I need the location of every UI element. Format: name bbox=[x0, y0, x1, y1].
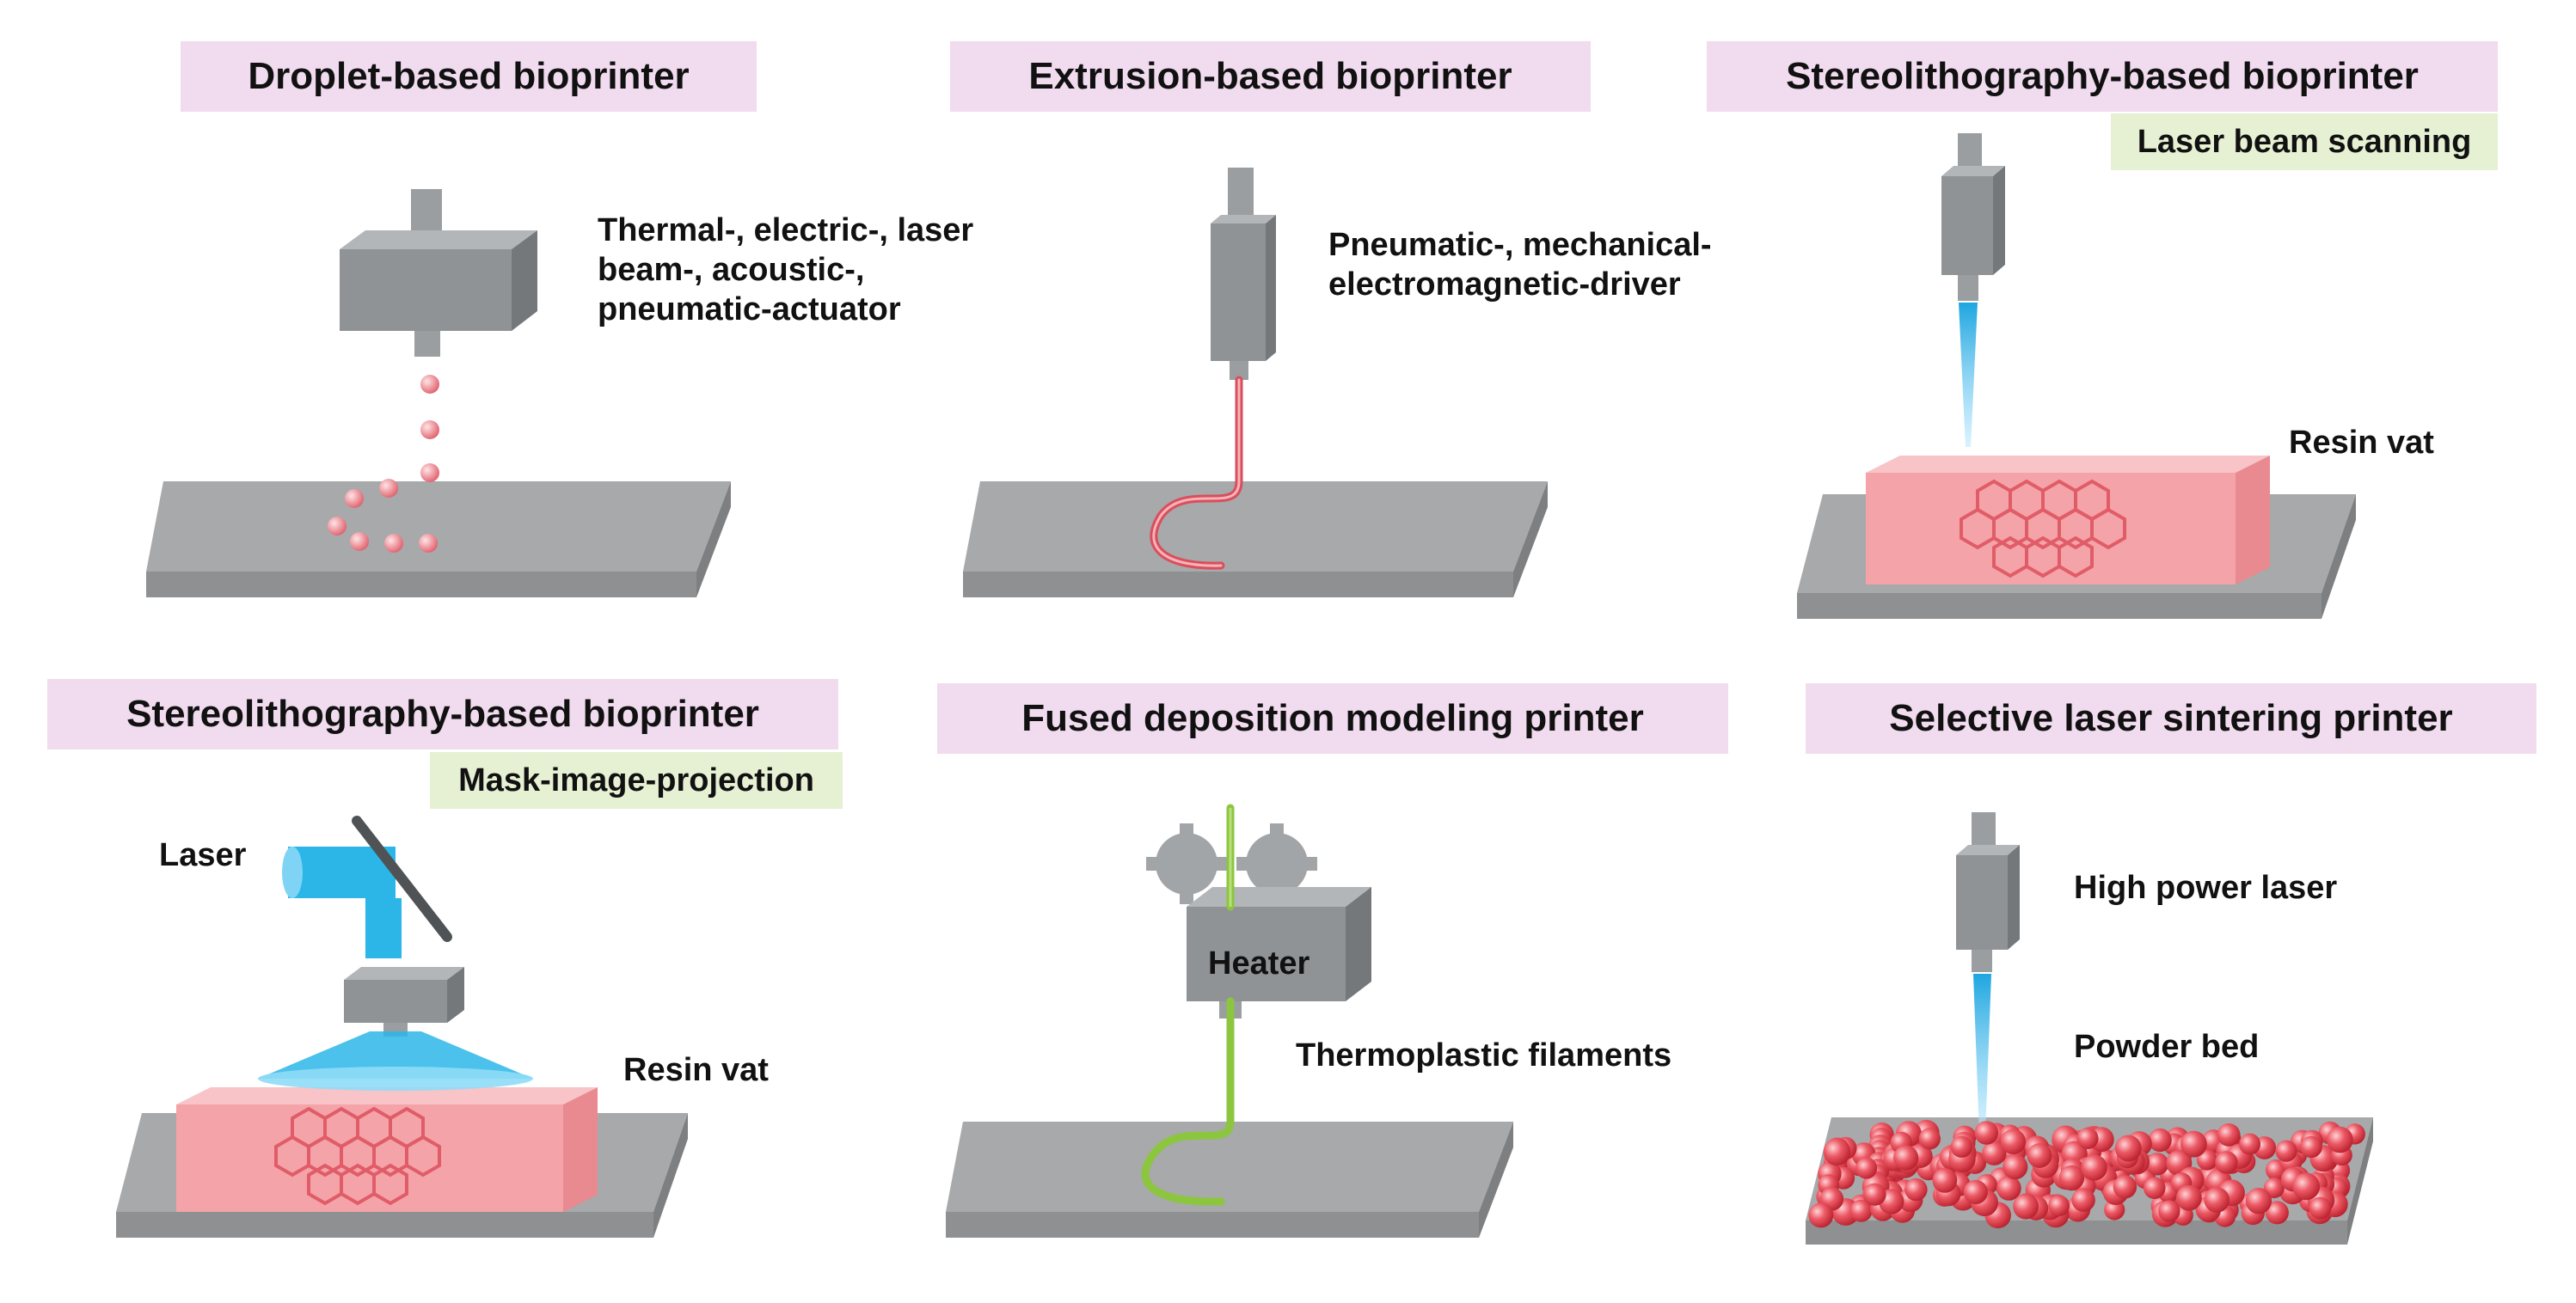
powder-particle bbox=[2003, 1154, 2028, 1180]
powder-particle bbox=[1823, 1138, 1851, 1166]
powder-particle bbox=[2275, 1140, 2297, 1162]
sls-printer-illustration bbox=[1806, 812, 2373, 1245]
powder-particle bbox=[2300, 1135, 2322, 1159]
panel-2-title: Extrusion-based bioprinter bbox=[950, 41, 1591, 112]
powder-particle bbox=[2027, 1143, 2052, 1168]
panel-5-note: Thermoplastic filaments bbox=[1296, 1037, 1672, 1074]
laser-beam bbox=[1959, 303, 1978, 447]
powder-particle bbox=[1932, 1168, 1958, 1193]
laser-beam bbox=[1973, 974, 1991, 1135]
laser-head bbox=[1941, 133, 2005, 301]
powder-particle bbox=[1974, 1121, 1999, 1145]
powder-particle bbox=[2217, 1123, 2241, 1147]
powder-particle bbox=[2104, 1199, 2125, 1220]
panel-3-note: Resin vat bbox=[2289, 425, 2434, 461]
powder-particle bbox=[2215, 1151, 2238, 1174]
projection-beam bbox=[258, 1031, 533, 1079]
powder-particle bbox=[2327, 1126, 2353, 1153]
powder-particle bbox=[2176, 1184, 2202, 1211]
panel-4-subtitle: Mask-image-projection bbox=[430, 752, 843, 809]
panel-1-note: Thermal-, electric-, laser beam-, acoust… bbox=[598, 212, 974, 327]
print-head bbox=[340, 189, 537, 357]
powder-particle bbox=[1996, 1176, 2021, 1201]
powder-particle bbox=[2148, 1128, 2172, 1153]
powder-particle bbox=[2058, 1165, 2085, 1191]
syringe-head bbox=[1211, 168, 1276, 380]
powder-particle bbox=[2239, 1133, 2261, 1155]
droplet-printer-illustration bbox=[146, 189, 731, 597]
panel-5-title: Fused deposition modeling printer bbox=[937, 683, 1728, 754]
powder-particle bbox=[2071, 1188, 2095, 1212]
platform bbox=[946, 1122, 1513, 1238]
panel-2-note: Pneumatic-, mechanical- electromagnetic-… bbox=[1328, 227, 1712, 303]
platform bbox=[146, 481, 731, 597]
powder-particle bbox=[1863, 1183, 1886, 1206]
powder-particle bbox=[2081, 1154, 2107, 1181]
powder-particle bbox=[2114, 1135, 2142, 1162]
powder-particle bbox=[2180, 1130, 2207, 1158]
powder-particle bbox=[2113, 1175, 2137, 1199]
sla-laser-illustration bbox=[1797, 133, 2356, 619]
powder-particle bbox=[2076, 1128, 2099, 1149]
powder-particle bbox=[2204, 1187, 2229, 1213]
powder-particle bbox=[2245, 1188, 2272, 1214]
powder-particle bbox=[1918, 1128, 1941, 1150]
powder-particle bbox=[2158, 1200, 2180, 1222]
droplets bbox=[328, 375, 439, 553]
powder-particle bbox=[2013, 1193, 2039, 1220]
powder-particle bbox=[2265, 1201, 2289, 1225]
powder-particle bbox=[2048, 1195, 2070, 1217]
resin-vat bbox=[176, 1087, 598, 1212]
projector-lens bbox=[344, 967, 464, 1037]
panel-6-note: Powder bed bbox=[2074, 1029, 2260, 1065]
panel-1-title: Droplet-based bioprinter bbox=[181, 41, 757, 112]
extrusion-printer-illustration bbox=[963, 168, 1548, 597]
panel-4-title: Stereolithography-based bioprinter bbox=[47, 679, 838, 749]
powder-particle bbox=[1893, 1145, 1919, 1171]
powder-particle bbox=[1808, 1202, 1834, 1228]
platform bbox=[963, 481, 1548, 597]
resin-vat bbox=[1866, 456, 2270, 584]
powder-particle bbox=[1849, 1199, 1873, 1222]
powder-particle bbox=[2309, 1196, 2332, 1220]
panel-4-note: Resin vat bbox=[623, 1052, 769, 1088]
panel-5-heater-label: Heater bbox=[1208, 945, 1310, 982]
powder-particle bbox=[2196, 1149, 2217, 1171]
powder-particle bbox=[1982, 1141, 2007, 1165]
powder-particle bbox=[1855, 1157, 1878, 1179]
fdm-printer-illustration bbox=[946, 804, 1513, 1238]
panel-6-title: Selective laser sintering printer bbox=[1806, 683, 2536, 754]
powder-particle bbox=[2144, 1177, 2166, 1199]
powder-particle bbox=[1963, 1179, 1988, 1205]
mirror bbox=[352, 816, 452, 942]
powder-particle bbox=[2145, 1153, 2169, 1176]
powder-particle bbox=[1904, 1178, 1928, 1202]
laser-head bbox=[1956, 812, 2020, 972]
panel-3-subtitle: Laser beam scanning bbox=[2111, 113, 2498, 170]
powder-particle bbox=[1950, 1135, 1972, 1158]
panel-4-laser-label: Laser bbox=[159, 837, 247, 873]
panel-6-laser-label: High power laser bbox=[2074, 870, 2338, 906]
powder-particle bbox=[2000, 1129, 2027, 1155]
powder-particle bbox=[2292, 1172, 2321, 1201]
panel-3-title: Stereolithography-based bioprinter bbox=[1707, 41, 2498, 112]
sla-mask-illustration bbox=[116, 816, 688, 1238]
powder-particles bbox=[1808, 1119, 2365, 1229]
